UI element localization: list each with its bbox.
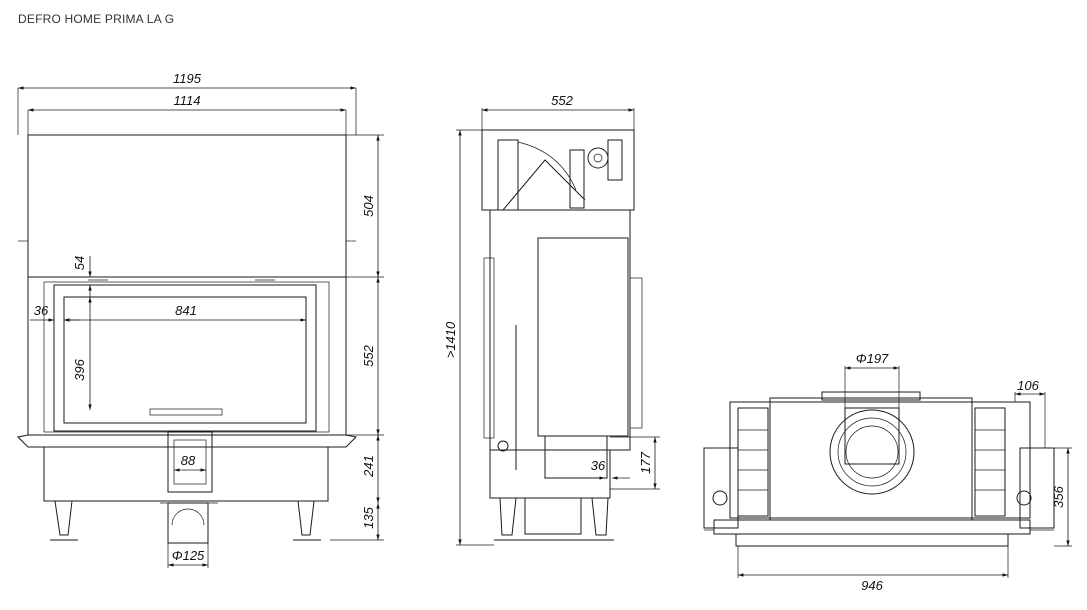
dim-front-body-width: 1114 xyxy=(174,93,201,108)
dim-glass-height: 396 xyxy=(72,358,87,380)
side-inlet xyxy=(524,497,582,535)
dim-front-total-width: 1195 xyxy=(173,71,202,86)
side-door xyxy=(537,237,629,437)
top-flue-outlet xyxy=(829,409,915,495)
front-view xyxy=(16,134,358,544)
dim-door-height: 552 xyxy=(361,344,376,366)
dim-leg-height: 135 xyxy=(361,506,376,528)
front-inlet-box xyxy=(167,431,213,493)
dim-inlet-width: 88 xyxy=(181,453,196,468)
side-hood xyxy=(481,129,635,211)
dim-top-width: 946 xyxy=(861,578,883,593)
side-view xyxy=(481,129,643,541)
dim-base-height: 241 xyxy=(361,455,376,478)
dim-top-offset: 106 xyxy=(1017,378,1039,393)
dim-side-depth: 552 xyxy=(551,93,573,108)
dim-side-small-offset: 36 xyxy=(591,458,606,473)
front-hood xyxy=(27,134,347,278)
side-dimensions: 552 >1410 36 177 xyxy=(443,93,660,546)
drawing-title: DEFRO HOME PRIMA LA G xyxy=(18,12,175,26)
front-leg-right xyxy=(297,500,315,536)
dim-glass-margin: 36 xyxy=(34,303,49,318)
front-leg-left xyxy=(54,500,73,536)
front-base xyxy=(43,446,329,502)
dim-side-total-height: >1410 xyxy=(443,321,458,358)
top-dimensions: Φ197 106 356 946 xyxy=(737,351,1072,593)
dim-side-inlet-height: 177 xyxy=(638,451,653,473)
fan-icon xyxy=(587,147,609,169)
dim-frame-offset: 54 xyxy=(72,256,87,270)
top-body xyxy=(729,401,1031,519)
dim-inlet-diameter: Φ125 xyxy=(172,548,205,563)
front-glass xyxy=(63,296,307,424)
front-dimensions: 1195 1114 504 552 241 135 54 36 841 396 … xyxy=(17,71,384,568)
top-view xyxy=(703,391,1055,547)
side-body xyxy=(489,209,631,451)
dim-glass-width: 841 xyxy=(175,303,197,318)
front-body xyxy=(27,276,347,436)
dim-top-flue-diameter: Φ197 xyxy=(856,351,889,366)
front-door-frame xyxy=(53,284,317,432)
dim-hood-height: 504 xyxy=(361,195,376,217)
dim-top-depth: 356 xyxy=(1051,485,1066,507)
